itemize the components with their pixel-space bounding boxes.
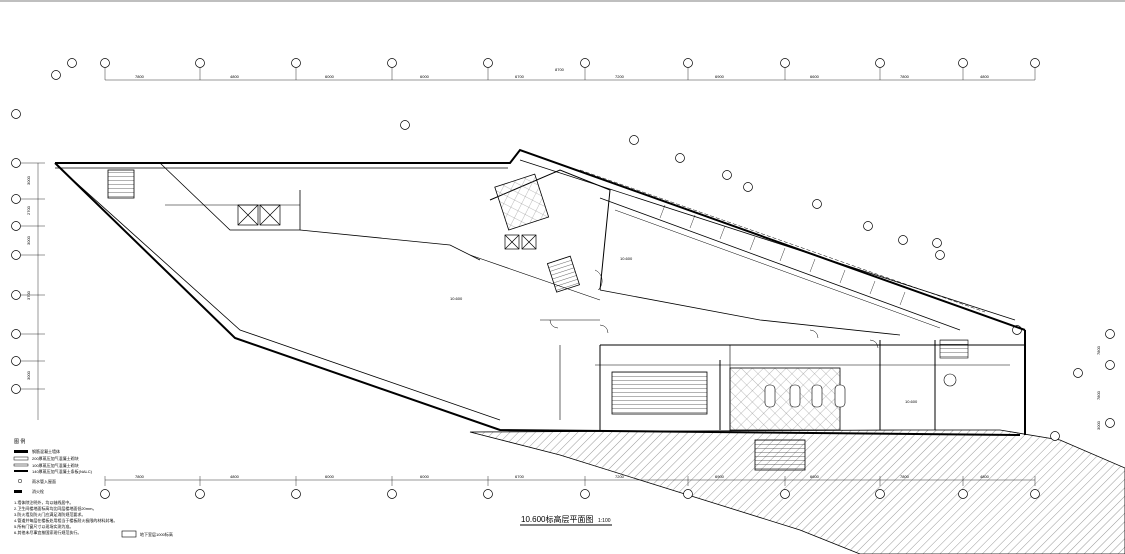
- corridor-cells: [659, 204, 906, 306]
- svg-text:7800: 7800: [900, 74, 910, 79]
- grid-bubbles-top: [51, 58, 1040, 80]
- grid-axes-bottom: [104, 476, 1036, 486]
- svg-text:6600: 6600: [810, 474, 820, 479]
- svg-text:10.600: 10.600: [620, 256, 633, 261]
- svg-text:4800: 4800: [980, 74, 990, 79]
- upper-right-corridor: [519, 159, 1016, 331]
- legend-item: 消火栓: [32, 488, 44, 494]
- svg-text:6000: 6000: [325, 474, 335, 479]
- svg-text:7200: 7200: [615, 74, 625, 79]
- legend-item: 钢筋混凝土墙体: [32, 448, 60, 454]
- grid-axes-top: [104, 68, 1036, 81]
- svg-text:3000: 3000: [26, 175, 31, 185]
- stamp-label: 地下室层1000标高: [140, 531, 173, 537]
- svg-text:4800: 4800: [980, 474, 990, 479]
- dimension-labels-left: 3000 2700 3000 3700 3000: [26, 175, 31, 380]
- legend-item: 200厚蒸压加气混凝土砌块: [32, 455, 79, 461]
- hatched-zone-north: [494, 173, 550, 231]
- svg-text:6000: 6000: [420, 74, 430, 79]
- pool-area: [611, 371, 708, 415]
- svg-text:3000: 3000: [1096, 420, 1101, 430]
- svg-text:6700: 6700: [515, 74, 525, 79]
- svg-text:8700: 8700: [555, 67, 565, 72]
- dimension-labels-top: 7800 4800 6000 6000 6700 7200 6900 6600 …: [135, 67, 990, 79]
- legend-note: 6.其他未尽事宜按国家现行规范执行。: [14, 529, 81, 535]
- legend-item: 100厚蒸压加气混凝土砌块: [32, 462, 79, 468]
- stair-central: [546, 255, 580, 293]
- legend-note: 5.所有门窗尺寸以现场实测为准。: [14, 523, 73, 529]
- legend-note: 1.墙体除注明外，均以轴线居中。: [14, 499, 73, 505]
- legend-note: 4.管道井每层在楼板处用相当于楼板耐火极限的材料封堵。: [14, 517, 117, 523]
- grid-axes-left: [21, 162, 45, 420]
- svg-text:7800: 7800: [1096, 345, 1101, 355]
- grid-bubbles-bottom: [100, 489, 1040, 499]
- svg-text:4800: 4800: [230, 74, 240, 79]
- level-markers: 10.600 10.600 10.600: [450, 256, 918, 404]
- svg-text:6700: 6700: [515, 474, 525, 479]
- svg-text:7800: 7800: [1096, 390, 1101, 400]
- stair-south: [754, 439, 806, 471]
- svg-text:3700: 3700: [26, 290, 31, 300]
- equipment-tanks: [764, 373, 957, 408]
- legend-note: 3.防火墙及防火门应满足消防规范要求。: [14, 511, 85, 517]
- legend-note: 2.卫生间楼地面标高均比同层楼地面低20mm。: [14, 505, 96, 511]
- svg-text:7800: 7800: [135, 474, 145, 479]
- svg-text:6000: 6000: [325, 74, 335, 79]
- svg-text:6600: 6600: [810, 74, 820, 79]
- svg-text:7800: 7800: [135, 74, 145, 79]
- dimension-labels-right: 7800 7800 3000: [1096, 345, 1101, 430]
- grid-bubbles-diagonal: [400, 120, 1022, 335]
- stair-east: [939, 339, 969, 359]
- legend-item: 雨水管入屋面: [32, 478, 56, 484]
- legend: 图 例 钢筋混凝土墙体 200厚蒸压加气混凝土砌块 100厚蒸压加气混凝土砌块 …: [13, 438, 117, 535]
- terrain-hatch: [469, 429, 1125, 554]
- svg-text:3000: 3000: [26, 235, 31, 245]
- svg-text:6900: 6900: [715, 74, 725, 79]
- door-swings: [549, 269, 879, 349]
- drawing-scale: 1:100: [598, 518, 611, 524]
- dimension-labels-bottom: 7800 4800 6000 6000 6700 7200 6900 6600 …: [135, 474, 990, 479]
- svg-text:4800: 4800: [230, 474, 240, 479]
- svg-text:3000: 3000: [26, 370, 31, 380]
- legend-title: 图 例: [14, 438, 25, 445]
- svg-text:10.600: 10.600: [450, 296, 463, 301]
- svg-text:10.600: 10.600: [905, 399, 918, 404]
- elevator-shafts: [237, 204, 537, 250]
- stamp-box: [121, 530, 137, 538]
- svg-text:2700: 2700: [26, 205, 31, 215]
- hatched-zone-south: [729, 367, 841, 431]
- legend-item: 140厚蒸压加气混凝土条板(NALC): [32, 468, 93, 474]
- drawing-title: 10.600标高层平面图: [521, 514, 593, 524]
- svg-text:7800: 7800: [900, 474, 910, 479]
- svg-text:7200: 7200: [615, 474, 625, 479]
- svg-text:6000: 6000: [420, 474, 430, 479]
- stair-northwest: [107, 169, 135, 199]
- grid-bubbles-left: [11, 109, 21, 394]
- grid-bubbles-right: [1050, 329, 1115, 441]
- svg-text:6900: 6900: [715, 474, 725, 479]
